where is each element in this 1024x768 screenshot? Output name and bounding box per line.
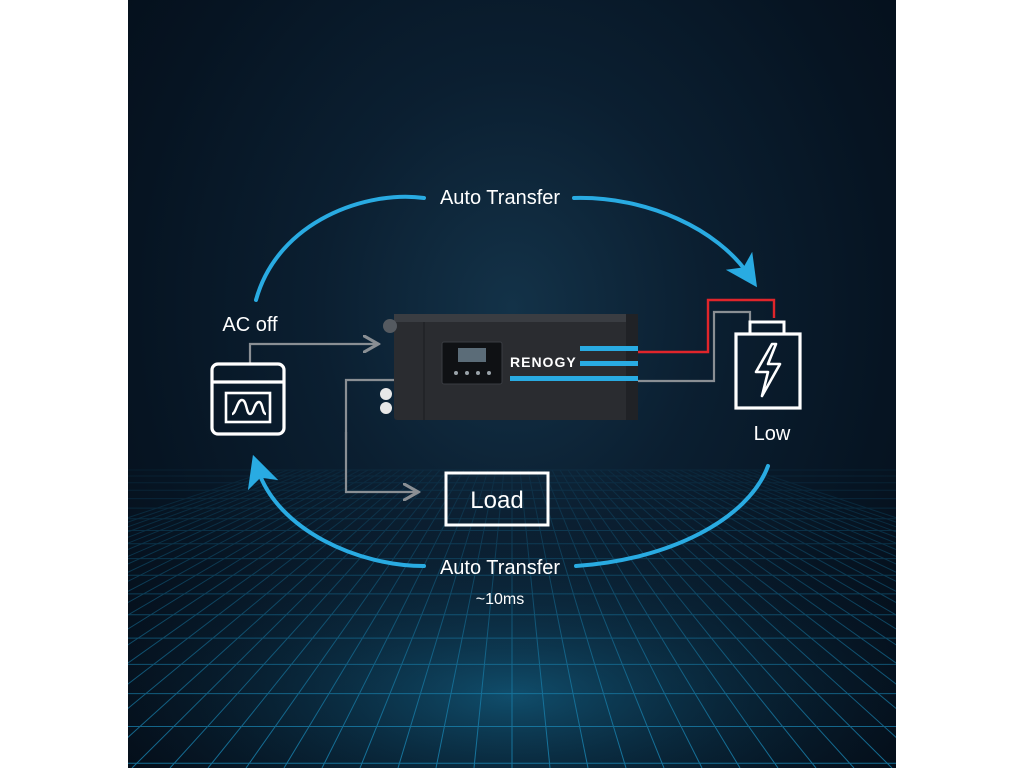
grid-line-vertical (128, 469, 401, 664)
grid-line-vertical (583, 469, 855, 768)
top-transfer-label: Auto Transfer (440, 187, 560, 209)
grid-line-vertical (128, 469, 337, 565)
brand-logo: RENOGY (510, 354, 577, 370)
inverter-port-2 (380, 402, 392, 414)
ac-input-wire (248, 344, 376, 364)
grid-line-vertical (551, 469, 703, 768)
grid-line-vertical (128, 469, 361, 592)
grid-line-vertical (527, 469, 589, 768)
ac-status-label: AC off (222, 314, 278, 336)
grid-line-vertical (743, 469, 896, 523)
inverter-side (626, 314, 638, 420)
grid-line-vertical (128, 469, 385, 630)
inverter-body (394, 314, 638, 420)
top-arc-left (254, 194, 426, 302)
grid-line-vertical (207, 469, 449, 768)
grid-line-vertical (735, 469, 896, 528)
grid-line-vertical (128, 469, 369, 604)
grid-line-vertical (128, 469, 321, 551)
grid-line-vertical (647, 469, 896, 616)
grid-line-vertical (128, 469, 409, 685)
grid-line-vertical (543, 469, 665, 768)
battery-positive-wire (638, 298, 776, 354)
load-box (444, 471, 550, 527)
grid-line-vertical (473, 469, 505, 768)
grid-line-vertical (397, 469, 489, 768)
inverter-top-edge (394, 314, 638, 322)
grid-line-vertical (435, 469, 497, 768)
device-stripe-1 (580, 346, 638, 351)
floor-grid (128, 469, 896, 768)
grid-line-vertical (128, 469, 297, 533)
grid-line-vertical (131, 469, 433, 768)
grid-line-vertical (631, 469, 896, 646)
grid-line-vertical (711, 469, 896, 544)
bottom-arc-left-arrow (247, 454, 426, 568)
grid-line-vertical (128, 469, 289, 528)
grid-line-vertical (703, 469, 896, 551)
inverter-port-1 (380, 388, 392, 400)
bottom-transfer-label: Auto Transfer (440, 557, 560, 579)
transfer-time-label: ~10ms (476, 591, 524, 608)
grid-line-vertical (591, 469, 893, 768)
wires (248, 310, 752, 492)
diagram-panel: RENOGY Auto Transfer Auto Transfer ~10ms… (128, 0, 896, 768)
grid-line-vertical (359, 469, 481, 768)
load-label: Load (470, 487, 523, 514)
grid-line-vertical (623, 469, 896, 664)
grid-line-vertical (245, 469, 457, 768)
grid-line-vertical (128, 469, 353, 582)
battery-status-label: Low (754, 423, 791, 445)
grid-line-vertical (128, 469, 305, 538)
grid-line-vertical (615, 469, 896, 685)
grid-line-vertical (695, 469, 896, 557)
device-stripe-2 (580, 361, 638, 366)
grid-line-vertical (687, 469, 896, 565)
grid-line-vertical (169, 469, 441, 768)
battery-negative-wire (638, 310, 752, 383)
grid-line-vertical (559, 469, 741, 768)
bottom-arc-right (574, 464, 770, 568)
grid-line-vertical (128, 469, 313, 544)
top-arc-right-arrow (572, 195, 758, 288)
grid-line-vertical (599, 469, 896, 738)
inverter-device: RENOGY (380, 314, 638, 420)
oscilloscope-icon (210, 362, 286, 436)
inverter-knob (383, 319, 397, 333)
lcd-screen (458, 348, 486, 362)
control-buttons (454, 371, 491, 375)
grid-line-vertical (128, 469, 329, 557)
grid-line-vertical (535, 469, 627, 768)
grid-line-vertical (128, 469, 425, 738)
grid-line-vertical (567, 469, 779, 768)
grid-line-vertical (575, 469, 817, 768)
grid-line-vertical (719, 469, 896, 538)
grid-line-vertical (519, 469, 551, 768)
grid-line-vertical (128, 469, 417, 710)
grid-line-vertical (128, 469, 281, 523)
grid-line-vertical (283, 469, 465, 768)
grid-line-vertical (671, 469, 896, 582)
battery-bolt-icon (734, 320, 802, 410)
grid-line-vertical (727, 469, 896, 533)
grid-line-vertical (607, 469, 896, 710)
grid-line-vertical (663, 469, 896, 592)
grid-line-vertical (128, 469, 393, 646)
grid-line-vertical (128, 469, 345, 573)
transfer-diagram: RENOGY Auto Transfer Auto Transfer ~10ms… (128, 187, 896, 768)
grid-line-vertical (679, 469, 896, 573)
grid-line-vertical (655, 469, 896, 604)
device-stripe-3 (510, 376, 638, 381)
